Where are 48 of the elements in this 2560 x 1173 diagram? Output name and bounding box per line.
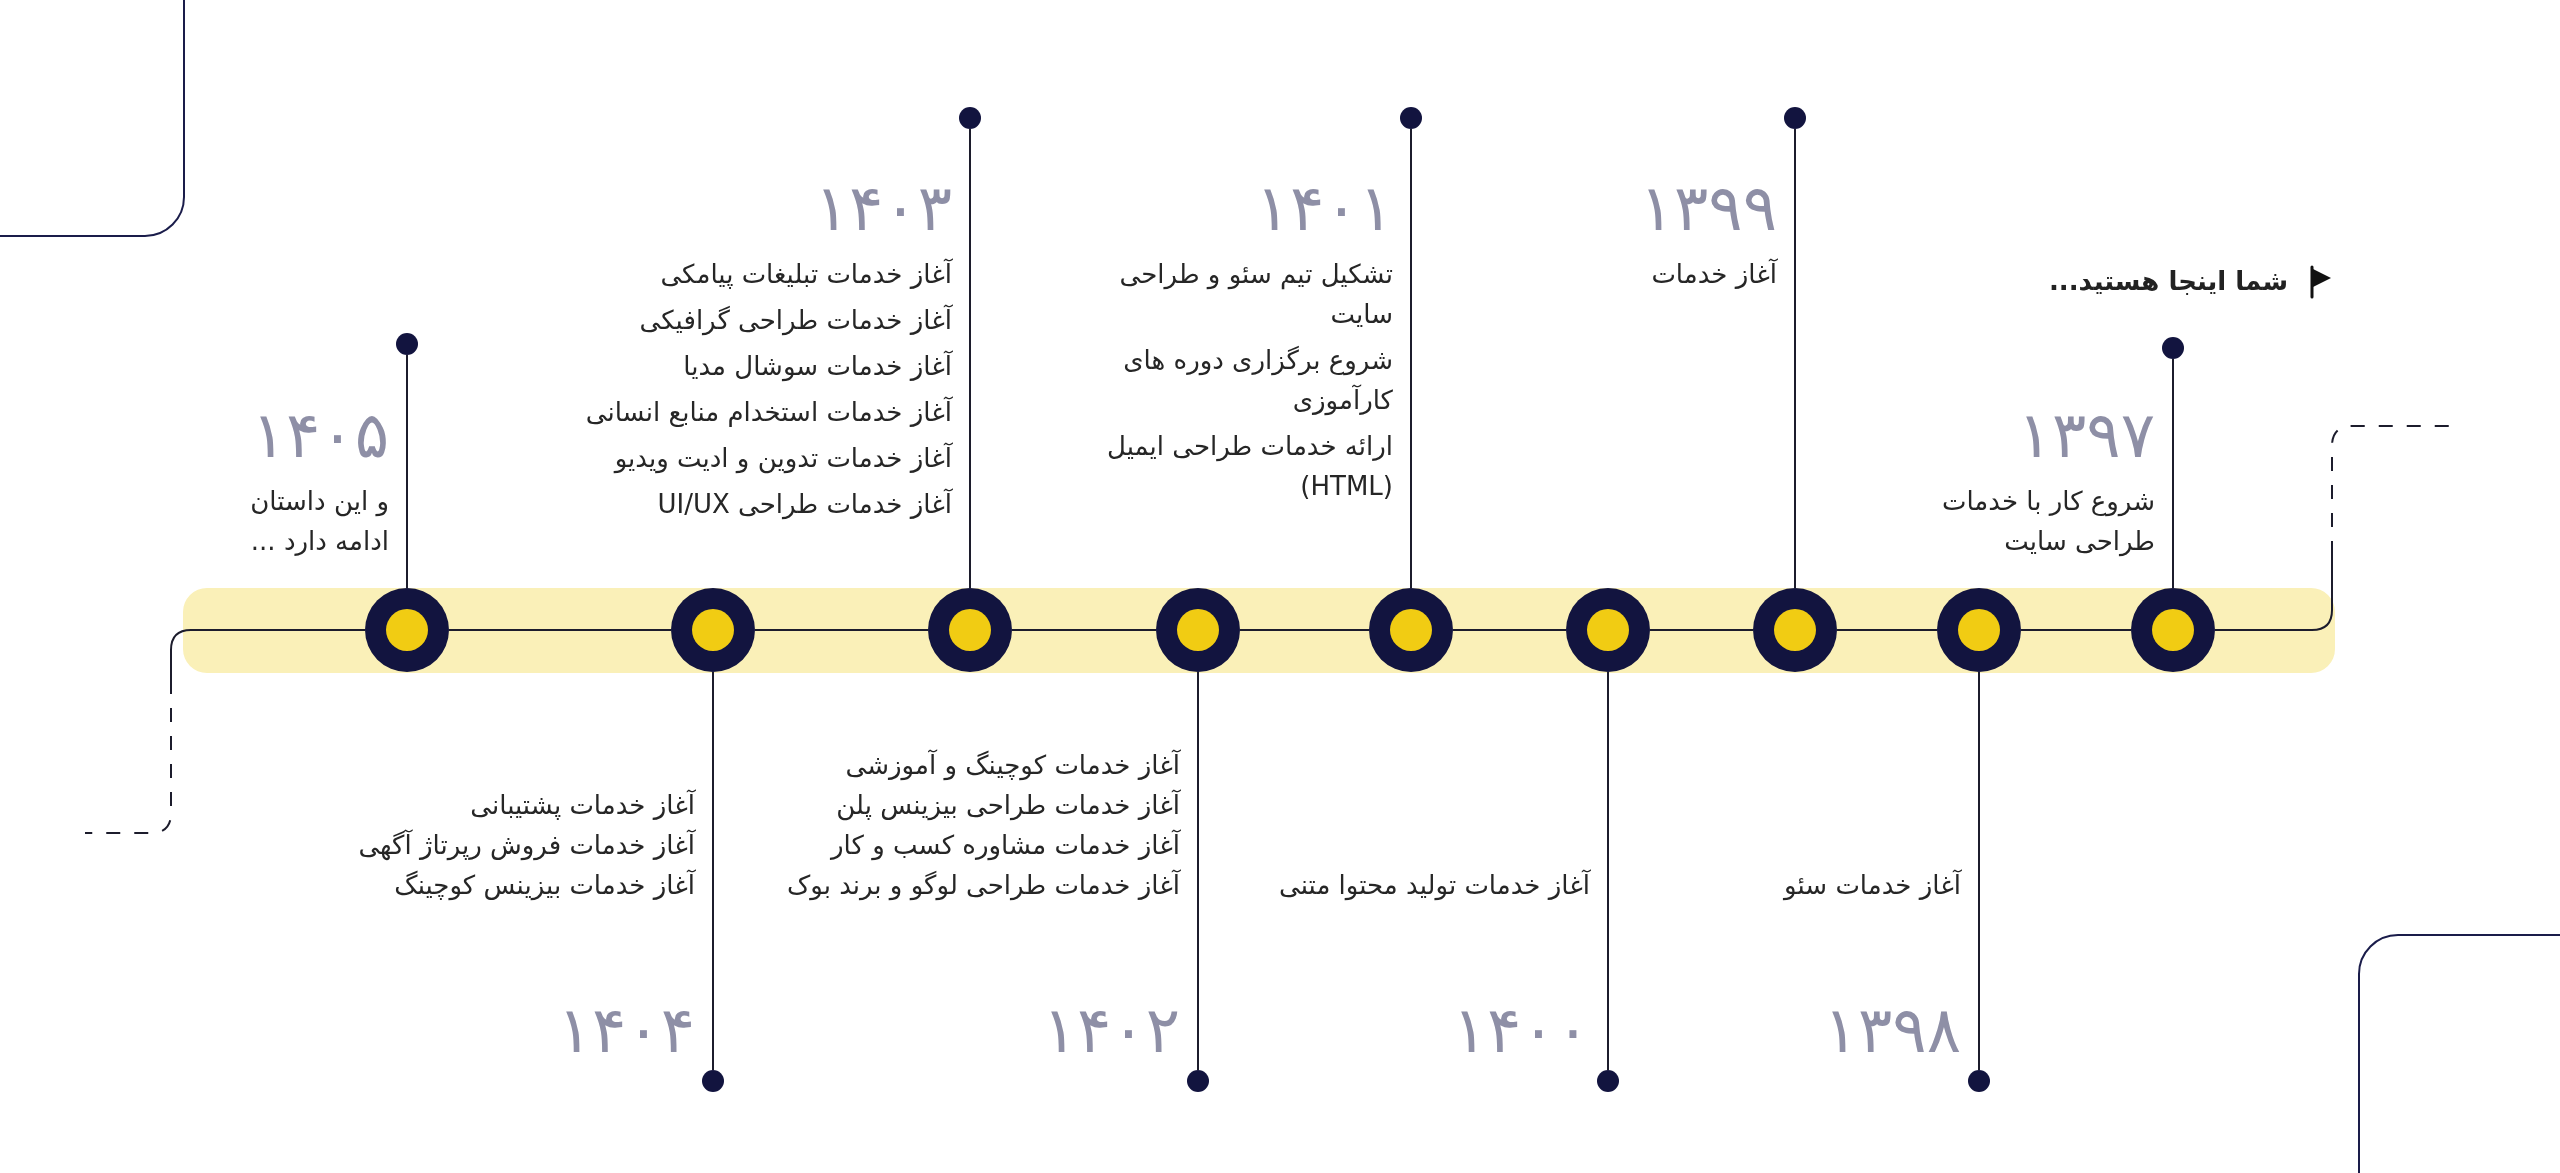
year-label: ۱۴۰۵	[251, 397, 389, 474]
connector-line	[1452, 629, 1567, 631]
milestone-text: ارائه خدمات طراحی ایمیل (HTML)	[1105, 430, 1393, 503]
milestone-text: شروع برگزاری دوره های کارآموزی	[1122, 344, 1393, 418]
connector-line	[1794, 128, 1796, 589]
year-label: ۱۴۰۱	[1255, 170, 1393, 247]
connector-line	[754, 629, 929, 631]
milestone-text: آغاز خدمات استخدام منابع انسانی	[585, 395, 952, 429]
connector-line	[1978, 671, 1980, 1071]
milestone-text: شروع کار با خدمات طراحی سایت	[1940, 485, 2155, 559]
connector-line	[448, 629, 672, 631]
connector-line	[712, 671, 714, 1071]
you-are-here-text: شما اینجا هستید...	[2049, 265, 2288, 298]
year-label: ۱۳۹۷	[2017, 397, 2155, 474]
year-label: ۱۴۰۰	[1452, 992, 1590, 1069]
connector-line	[1197, 671, 1199, 1071]
milestone-text: آغاز خدمات کوچینگ و آموزشی	[845, 748, 1180, 783]
milestone-text: آغاز خدمات طراحی لوگو و برند بوک	[786, 868, 1180, 903]
milestone-text: آغاز خدمات تولید محتوا متنی	[1279, 868, 1590, 903]
milestone-text: آغاز خدمات پشتیبانی	[470, 788, 695, 822]
milestone-text: آغاز خدمات سوشال مدیا	[683, 349, 952, 384]
year-label: ۱۴۰۴	[557, 992, 695, 1069]
milestone-text: تشکیل تیم سئو و طراحی سایت	[1118, 258, 1393, 331]
milestone-text: آغاز خدمات طراحی گرافیکی	[639, 303, 952, 338]
connector-line	[1607, 671, 1609, 1071]
connector-line	[1836, 629, 1938, 631]
milestone-text: آغاز خدمات سئو	[1784, 868, 1961, 903]
connector-line	[2172, 358, 2174, 589]
milestone-text: آغاز خدمات تدوین و ادیت ویدیو	[614, 441, 952, 476]
milestone-text: آغاز خدمات طراحی بیزینس پلن	[836, 788, 1180, 823]
milestone-text: و این داستان ادامه دارد ...	[249, 485, 389, 558]
milestone-text: آغاز خدمات تبلیغات پیامکی	[660, 257, 952, 291]
milestone-text: آغاز خدمات	[1651, 257, 1777, 291]
connector-line	[2020, 629, 2132, 631]
connector-line	[1239, 629, 1370, 631]
connector-line	[1011, 629, 1157, 631]
milestone-text: آغاز خدمات طراحی UI/UX	[657, 487, 952, 522]
year-label: ۱۳۹۹	[1639, 170, 1777, 247]
year-label: ۱۴۰۳	[814, 170, 952, 247]
connector-line	[1649, 629, 1754, 631]
connector-line	[969, 128, 971, 589]
year-label: ۱۴۰۲	[1042, 992, 1180, 1069]
milestone-text: آغاز خدمات مشاوره کسب و کار	[831, 828, 1180, 863]
milestone-text: آغاز خدمات فروش رپرتاژ آگهی	[358, 828, 695, 863]
year-label: ۱۳۹۸	[1823, 992, 1961, 1069]
milestone-text: آغاز خدمات بیزینس کوچینگ	[394, 868, 695, 903]
connector-line	[406, 354, 408, 589]
connector-line	[1410, 128, 1412, 589]
